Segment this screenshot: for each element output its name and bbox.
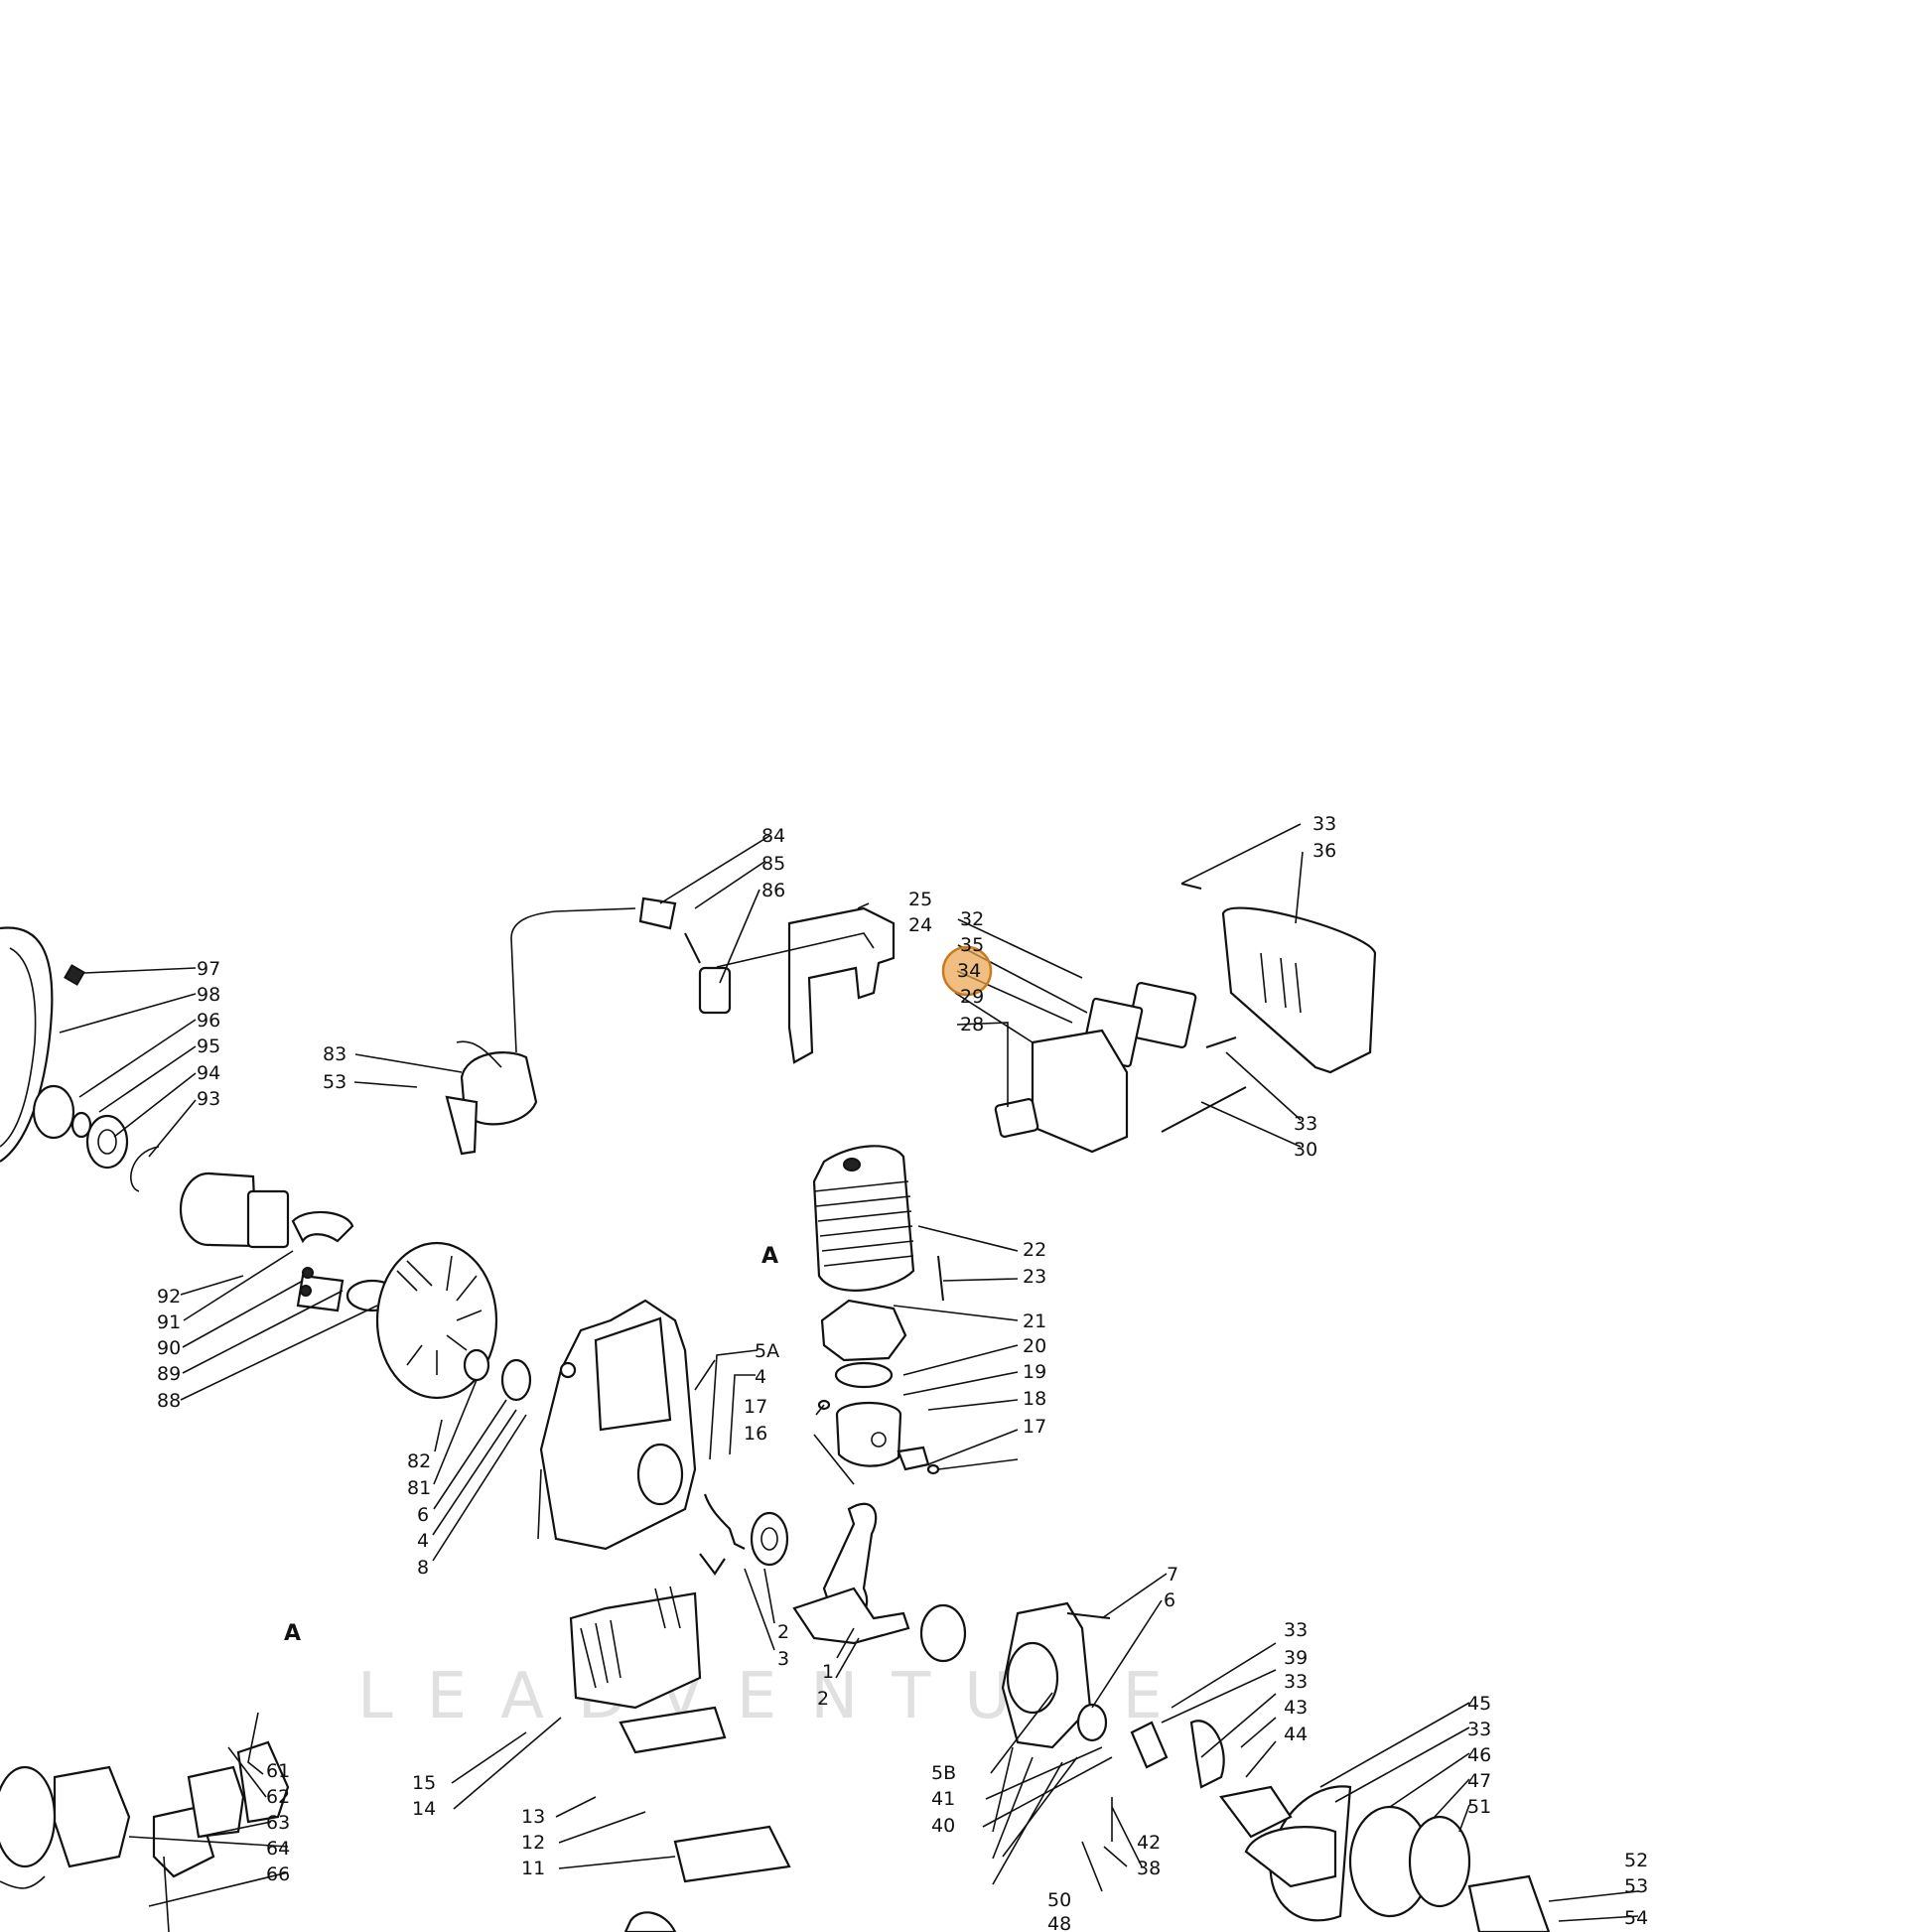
highlighted-callout-marker xyxy=(941,945,993,997)
leader-lines xyxy=(59,823,1639,1922)
callout-63: 63 xyxy=(266,1812,290,1834)
callout-33-case-a: 33 xyxy=(1284,1619,1308,1641)
callout-5b: 5B xyxy=(931,1762,956,1784)
callout-40: 40 xyxy=(931,1815,955,1837)
callout-41: 41 xyxy=(931,1788,955,1810)
callout-11: 11 xyxy=(521,1858,545,1879)
callout-25: 25 xyxy=(908,889,932,910)
callout-94: 94 xyxy=(197,1062,220,1084)
callout-6-left: 6 xyxy=(417,1504,429,1526)
callout-97: 97 xyxy=(197,958,220,980)
callout-13: 13 xyxy=(521,1806,545,1828)
callout-23: 23 xyxy=(1023,1266,1046,1288)
callout-86: 86 xyxy=(761,880,785,901)
callout-32: 32 xyxy=(960,908,984,930)
callout-39: 39 xyxy=(1284,1647,1308,1669)
callout-53-starter: 53 xyxy=(1624,1875,1648,1897)
callout-52: 52 xyxy=(1624,1850,1648,1871)
starter-housing-left xyxy=(0,926,54,1163)
callout-96: 96 xyxy=(197,1010,220,1032)
callout-91: 91 xyxy=(157,1311,181,1333)
parts-drawing xyxy=(0,883,1551,1932)
callout-18: 18 xyxy=(1023,1388,1046,1410)
callout-81: 81 xyxy=(407,1477,431,1499)
callout-19: 19 xyxy=(1023,1361,1046,1383)
callout-labels: 84 85 86 25 24 32 35 34 29 28 33 36 33 3… xyxy=(157,813,1648,1932)
callout-95: 95 xyxy=(197,1035,220,1057)
callout-33-top: 33 xyxy=(1312,813,1336,835)
callout-15: 15 xyxy=(412,1772,436,1794)
callout-3: 3 xyxy=(777,1648,789,1670)
callout-42: 42 xyxy=(1137,1832,1161,1854)
callout-64: 64 xyxy=(266,1838,290,1860)
callout-17-right: 17 xyxy=(1023,1416,1046,1438)
callout-7: 7 xyxy=(1167,1564,1178,1586)
callout-45: 45 xyxy=(1467,1693,1491,1715)
callout-89: 89 xyxy=(157,1363,181,1385)
callout-48: 48 xyxy=(1047,1913,1071,1932)
callout-38: 38 xyxy=(1137,1858,1161,1879)
callout-1: 1 xyxy=(822,1661,834,1683)
callout-29: 29 xyxy=(960,986,984,1008)
callout-53-coil: 53 xyxy=(323,1071,346,1093)
callout-5a: 5A xyxy=(755,1340,779,1362)
callout-4-left: 4 xyxy=(417,1530,429,1552)
callout-16: 16 xyxy=(744,1423,767,1445)
callout-84: 84 xyxy=(761,825,785,847)
callout-34: 34 xyxy=(957,960,981,982)
callout-62: 62 xyxy=(266,1786,290,1808)
callout-24: 24 xyxy=(908,914,932,936)
callout-21: 21 xyxy=(1023,1311,1046,1332)
callout-43: 43 xyxy=(1284,1697,1308,1719)
section-mark-a-upper: A xyxy=(761,1244,778,1269)
callout-14: 14 xyxy=(412,1798,436,1820)
section-mark-a-lower: A xyxy=(284,1621,301,1646)
callout-2-clip: 2 xyxy=(777,1621,789,1643)
callout-35: 35 xyxy=(960,934,984,956)
callout-90: 90 xyxy=(157,1337,181,1359)
callout-66: 66 xyxy=(266,1863,290,1885)
callout-51: 51 xyxy=(1467,1796,1491,1818)
callout-54: 54 xyxy=(1624,1907,1648,1929)
callout-88: 88 xyxy=(157,1390,181,1412)
callout-83: 83 xyxy=(323,1043,346,1065)
callout-17-left: 17 xyxy=(744,1396,767,1418)
callout-22: 22 xyxy=(1023,1239,1046,1261)
callout-82: 82 xyxy=(407,1450,431,1472)
callout-61: 61 xyxy=(266,1760,290,1782)
callout-20: 20 xyxy=(1023,1335,1046,1357)
callout-47: 47 xyxy=(1467,1770,1491,1792)
callout-33-starter: 33 xyxy=(1467,1719,1491,1740)
callout-50: 50 xyxy=(1047,1889,1071,1911)
callout-2-crank: 2 xyxy=(817,1688,829,1710)
callout-30: 30 xyxy=(1294,1139,1317,1161)
callout-33-muffler: 33 xyxy=(1294,1113,1317,1135)
callout-12: 12 xyxy=(521,1832,545,1854)
callout-6-right: 6 xyxy=(1164,1589,1175,1611)
callout-44: 44 xyxy=(1284,1724,1308,1745)
callout-93: 93 xyxy=(197,1088,220,1110)
callout-46: 46 xyxy=(1467,1744,1491,1766)
callout-85: 85 xyxy=(761,853,785,875)
callout-98: 98 xyxy=(197,984,220,1006)
callout-8: 8 xyxy=(417,1557,429,1579)
callout-92: 92 xyxy=(157,1286,181,1308)
callout-4-case: 4 xyxy=(755,1366,766,1388)
callout-28: 28 xyxy=(960,1014,984,1035)
callout-33-case-b: 33 xyxy=(1284,1671,1308,1693)
callout-36: 36 xyxy=(1312,840,1336,862)
